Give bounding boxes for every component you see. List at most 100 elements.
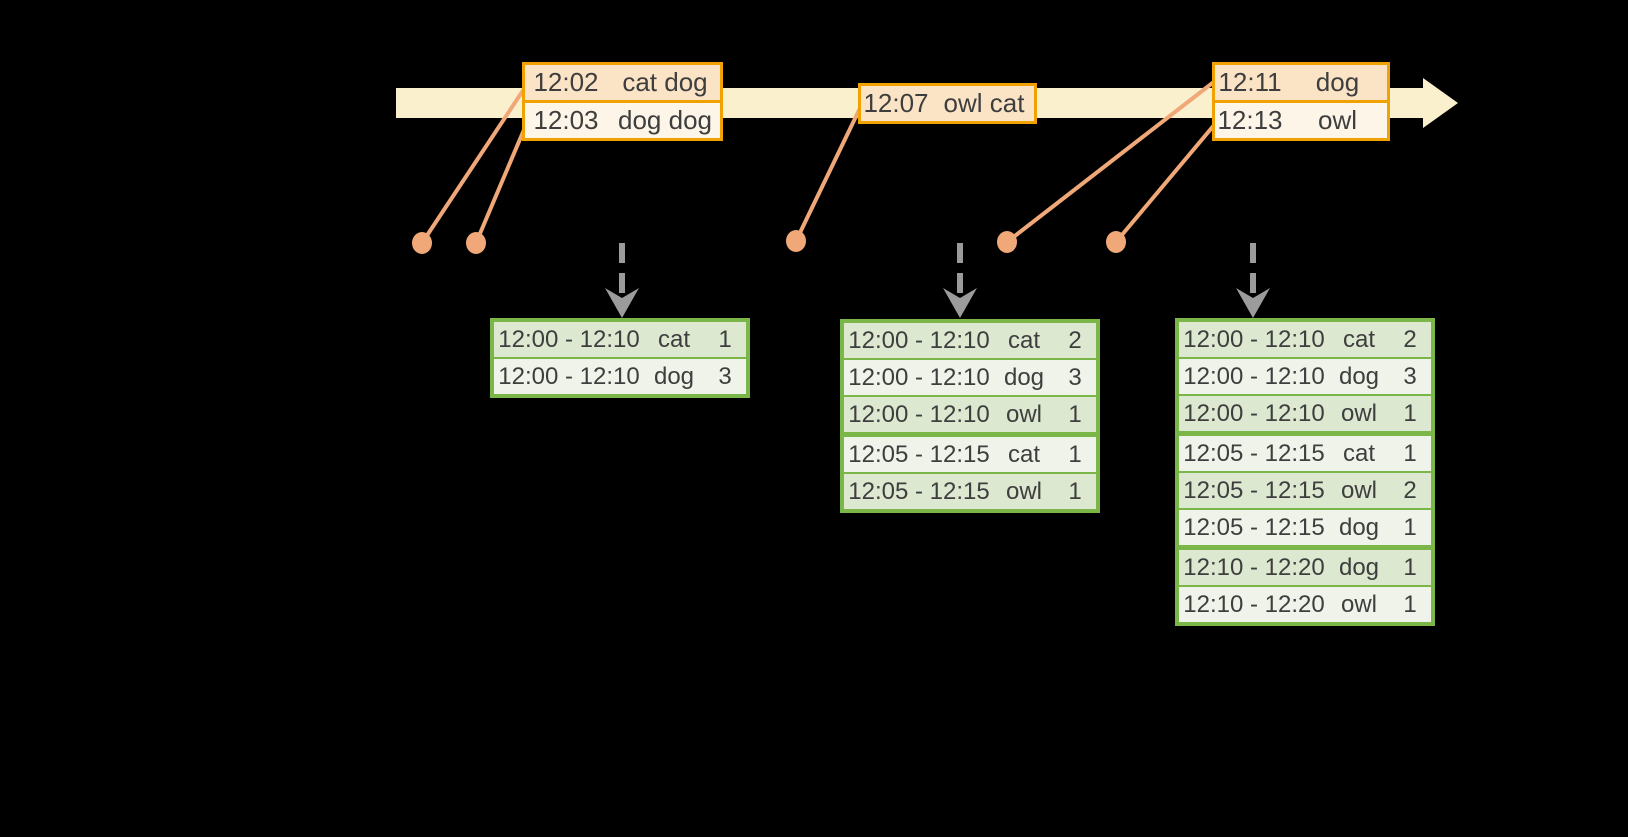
connector-line bbox=[474, 124, 528, 244]
result-row: 12:05 - 12:15 owl 1 bbox=[844, 474, 1096, 509]
word-cell: dog bbox=[653, 362, 695, 390]
event-row: 12:03 dog dog bbox=[525, 103, 720, 138]
word-cell: owl bbox=[1340, 399, 1377, 427]
event-dot-icon bbox=[786, 230, 806, 252]
window-cell: 12:00 - 12:10 bbox=[498, 325, 640, 353]
count-cell: 1 bbox=[1403, 513, 1417, 541]
result-row: 12:10 - 12:20 owl 1 bbox=[1179, 587, 1431, 622]
event-dot-icon bbox=[466, 232, 486, 254]
word-cell: owl bbox=[1005, 400, 1042, 428]
event-words-cell: owl bbox=[1317, 105, 1357, 135]
window-cell: 12:00 - 12:10 bbox=[1183, 325, 1325, 353]
count-cell: 3 bbox=[1403, 362, 1417, 390]
event-time-cell: 12:03 bbox=[533, 105, 599, 135]
event-dots bbox=[412, 230, 1126, 254]
count-cell: 1 bbox=[1403, 399, 1417, 427]
result-row: 12:05 - 12:15 cat 1 bbox=[1179, 436, 1431, 471]
window-group: 12:05 - 12:15 cat 1 12:05 - 12:15 owl 1 bbox=[844, 437, 1096, 509]
timeline-arrowhead-icon bbox=[1423, 78, 1458, 128]
word-cell: cat bbox=[1342, 439, 1375, 467]
event-table-1: 12:02 cat dog 12:03 dog dog bbox=[522, 62, 723, 141]
result-row: 12:00 - 12:10 owl 1 bbox=[1179, 396, 1431, 431]
word-cell: cat bbox=[1342, 325, 1375, 353]
result-row: 12:00 - 12:10 dog 3 bbox=[844, 360, 1096, 395]
word-cell: dog bbox=[1338, 362, 1380, 390]
trigger-arrows bbox=[605, 243, 1270, 318]
result-row: 12:05 - 12:15 cat 1 bbox=[844, 437, 1096, 472]
count-cell: 1 bbox=[1403, 590, 1417, 618]
event-time-cell: 12:13 bbox=[1217, 105, 1283, 135]
event-time-cell: 12:02 bbox=[533, 67, 599, 97]
event-table-3: 12:11 dog 12:13 owl bbox=[1212, 62, 1390, 141]
count-cell: 2 bbox=[1403, 325, 1417, 353]
event-row: 12:11 dog bbox=[1215, 65, 1387, 100]
result-row: 12:00 - 12:10 owl 1 bbox=[844, 397, 1096, 432]
trigger-arrowhead-icon bbox=[943, 288, 977, 318]
window-cell: 12:00 - 12:10 bbox=[848, 363, 990, 391]
count-cell: 1 bbox=[1068, 477, 1082, 505]
window-cell: 12:05 - 12:15 bbox=[1183, 513, 1325, 541]
event-row: 12:07 owl cat bbox=[861, 86, 1034, 121]
connector-line bbox=[420, 84, 528, 245]
trigger-arrowhead-icon bbox=[1236, 288, 1270, 318]
word-cell: cat bbox=[1007, 326, 1040, 354]
window-cell: 12:00 - 12:10 bbox=[1183, 362, 1325, 390]
count-cell: 1 bbox=[718, 325, 732, 353]
count-cell: 1 bbox=[1403, 439, 1417, 467]
word-cell: dog bbox=[1338, 513, 1380, 541]
window-cell: 12:05 - 12:15 bbox=[848, 477, 990, 505]
result-row: 12:00 - 12:10 dog 3 bbox=[1179, 359, 1431, 394]
count-cell: 1 bbox=[1068, 400, 1082, 428]
window-cell: 12:00 - 12:10 bbox=[498, 362, 640, 390]
result-row: 12:05 - 12:15 dog 1 bbox=[1179, 510, 1431, 545]
connector-line bbox=[1005, 79, 1217, 244]
window-cell: 12:00 - 12:10 bbox=[1183, 399, 1325, 427]
event-dot-icon bbox=[997, 231, 1017, 253]
count-cell: 1 bbox=[1068, 440, 1082, 468]
word-cell: cat bbox=[657, 325, 690, 353]
count-cell: 3 bbox=[1068, 363, 1082, 391]
event-row: 12:02 cat dog bbox=[525, 65, 720, 100]
count-cell: 1 bbox=[1403, 553, 1417, 581]
word-cell: owl bbox=[1005, 477, 1042, 505]
window-cell: 12:05 - 12:15 bbox=[1183, 439, 1325, 467]
word-cell: owl bbox=[1340, 476, 1377, 504]
word-cell: dog bbox=[1003, 363, 1045, 391]
result-row: 12:00 - 12:10 cat 1 bbox=[494, 322, 746, 357]
event-dot-icon bbox=[412, 232, 432, 254]
connector-line bbox=[794, 103, 864, 242]
window-cell: 12:05 - 12:15 bbox=[848, 440, 990, 468]
window-cell: 12:10 - 12:20 bbox=[1183, 590, 1325, 618]
event-time-cell: 12:07 bbox=[863, 88, 929, 118]
event-words-cell: cat dog bbox=[622, 67, 708, 97]
event-connector-lines bbox=[420, 79, 1217, 245]
event-words-cell: owl cat bbox=[943, 88, 1025, 118]
window-cell: 12:05 - 12:15 bbox=[1183, 476, 1325, 504]
result-row: 12:05 - 12:15 owl 2 bbox=[1179, 473, 1431, 508]
event-row: 12:13 owl bbox=[1215, 103, 1387, 138]
window-cell: 12:10 - 12:20 bbox=[1183, 553, 1325, 581]
window-cell: 12:00 - 12:10 bbox=[848, 326, 990, 354]
count-cell: 2 bbox=[1403, 476, 1417, 504]
event-words-cell: dog dog bbox=[618, 105, 712, 135]
trigger-arrowhead-icon bbox=[605, 288, 639, 318]
event-time-cell: 12:11 bbox=[1218, 67, 1282, 97]
event-words-cell: dog bbox=[1315, 67, 1360, 97]
word-cell: cat bbox=[1007, 440, 1040, 468]
result-row: 12:00 - 12:10 cat 2 bbox=[1179, 322, 1431, 357]
event-dot-icon bbox=[1106, 231, 1126, 253]
window-cell: 12:00 - 12:10 bbox=[848, 400, 990, 428]
word-cell: owl bbox=[1340, 590, 1377, 618]
